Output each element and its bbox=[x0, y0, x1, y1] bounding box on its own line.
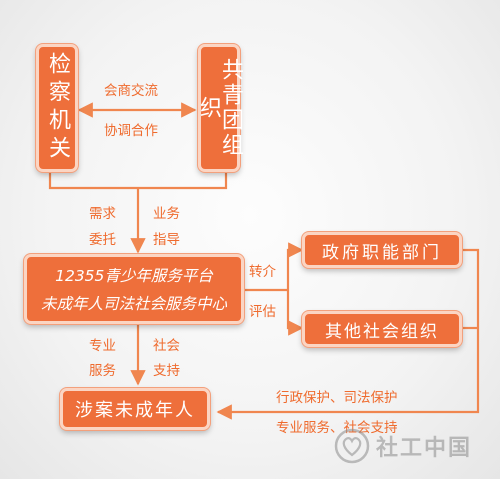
procuratorate-label: 检察机关 bbox=[45, 52, 70, 164]
entrust-label: 委托 bbox=[89, 232, 116, 248]
gov-departments-node: 政府职能部门 bbox=[302, 232, 462, 268]
demand-label: 需求 bbox=[89, 206, 116, 222]
watermark: 社工中国 bbox=[334, 428, 472, 464]
youth-league-node: 共青团组织 bbox=[196, 44, 243, 172]
heart-logo-icon bbox=[334, 428, 370, 464]
other-orgs-label: 其他社会组织 bbox=[325, 321, 439, 342]
referral-label: 转介 bbox=[249, 264, 276, 280]
other-orgs-node: 其他社会组织 bbox=[302, 311, 462, 347]
gov-departments-label: 政府职能部门 bbox=[322, 242, 442, 263]
watermark-text: 社工中国 bbox=[376, 436, 473, 461]
support-label: 支持 bbox=[153, 363, 180, 379]
guidance-label: 指导 bbox=[153, 232, 180, 248]
pro-service-support-label: 专业服务、社会支持 bbox=[276, 420, 398, 436]
consult-label: 会商交流 bbox=[104, 83, 158, 99]
social-label: 社会 bbox=[153, 338, 180, 354]
procuratorate-node: 检察机关 bbox=[36, 44, 78, 172]
business-label: 业务 bbox=[153, 206, 180, 222]
youth-league-label: 共青团组织 bbox=[196, 58, 243, 158]
bracket-to-platform bbox=[48, 172, 228, 252]
professional-label: 专业 bbox=[89, 338, 116, 354]
coordinate-label: 协调合作 bbox=[104, 123, 158, 139]
platform-node: 12355青少年服务平台 未成年人司法社会服务中心 bbox=[24, 254, 244, 324]
evaluation-label: 评估 bbox=[249, 304, 276, 320]
platform-title: 12355青少年服务平台 bbox=[55, 267, 213, 285]
platform-subtitle: 未成年人司法社会服务中心 bbox=[40, 295, 227, 313]
minors-node: 涉案未成年人 bbox=[60, 388, 210, 430]
minors-label: 涉案未成年人 bbox=[75, 400, 195, 421]
protection-label: 行政保护、司法保护 bbox=[276, 390, 398, 406]
outer-return-line bbox=[216, 248, 480, 420]
service-label: 服务 bbox=[89, 363, 116, 379]
